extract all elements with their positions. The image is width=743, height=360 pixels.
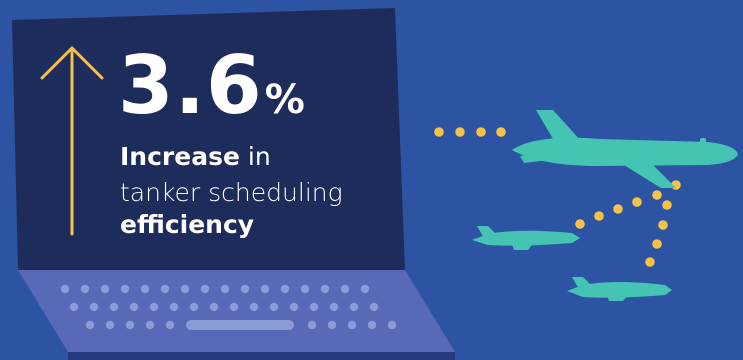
fighter-jet-icon xyxy=(567,277,672,301)
caption-emphasis-increase: Increase xyxy=(120,142,240,171)
tanker-aircraft-icon xyxy=(512,110,738,188)
stat-value: 3.6% xyxy=(118,46,306,140)
laptop-base-edge xyxy=(68,352,455,360)
laptop-screen xyxy=(12,8,405,270)
caption-line-1: Increase in xyxy=(120,142,271,172)
stat-number: 3.6 xyxy=(118,39,263,132)
keyboard-keys xyxy=(60,284,397,330)
caption-emphasis-efficiency: efficiency xyxy=(120,210,255,239)
caption-line-3: efficiency xyxy=(120,210,254,240)
caption-line-1-rest: in xyxy=(239,142,271,171)
caption-line-2: tanker scheduling xyxy=(120,178,343,207)
stat-unit: % xyxy=(264,77,306,123)
refuel-dots xyxy=(434,127,681,267)
fighter-jet-icon xyxy=(472,226,580,250)
laptop-keyboard-base xyxy=(18,270,455,352)
up-arrow-icon xyxy=(40,46,104,236)
